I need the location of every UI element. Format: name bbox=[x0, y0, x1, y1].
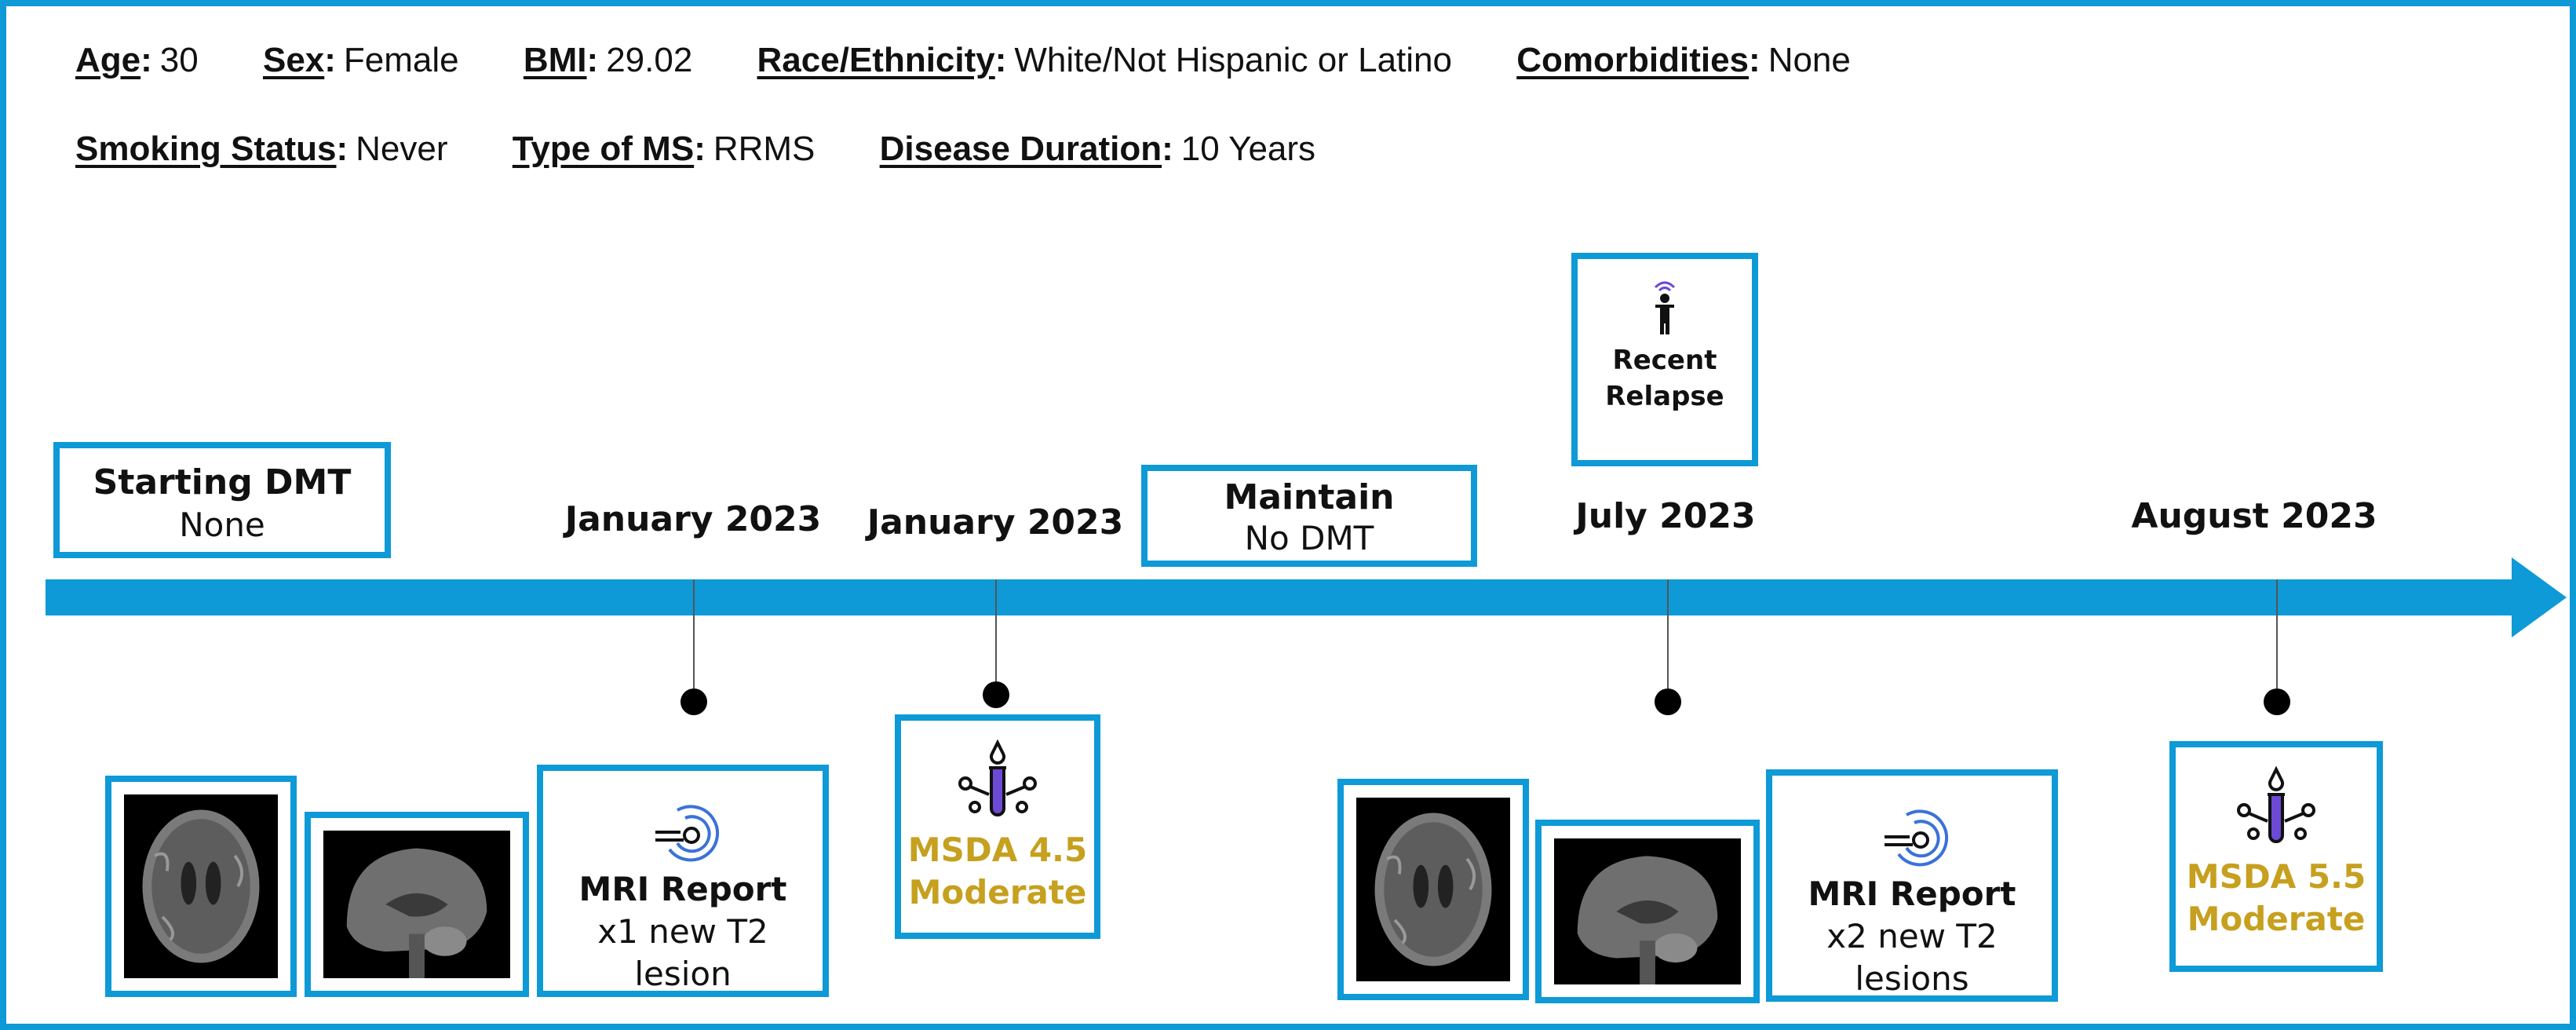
date-label-3: July 2023 bbox=[1575, 496, 1756, 536]
relapse-line-2: Relapse bbox=[1605, 381, 1724, 412]
test-tube-icon bbox=[958, 739, 1037, 816]
mri-axial-scan-1 bbox=[105, 776, 297, 997]
msda-level-2: Moderate bbox=[2187, 900, 2366, 938]
brain-sagittal-image-1 bbox=[346, 848, 487, 978]
starting-dmt-title: Starting DMT bbox=[93, 462, 352, 502]
sex-field: Sex:Female bbox=[262, 41, 459, 79]
date-label-1: January 2023 bbox=[564, 499, 822, 539]
comorbidities-field: Comorbidities:None bbox=[1516, 41, 1851, 79]
starting-dmt-value: None bbox=[179, 506, 265, 544]
mri-report-line-1a: x1 new T2 bbox=[597, 912, 768, 951]
mri-report-line-1b: lesion bbox=[634, 955, 732, 993]
mri-sagittal-scan-2 bbox=[1535, 820, 1760, 1003]
event-stem-1 bbox=[693, 579, 695, 703]
person-signal-icon bbox=[1654, 281, 1676, 334]
age-field: Age:30 bbox=[75, 41, 199, 79]
mri-report-line-2b: lesions bbox=[1855, 959, 1969, 998]
event-marker-3 bbox=[1655, 688, 1681, 715]
date-label-4: August 2023 bbox=[2131, 496, 2377, 536]
maintain-title: Maintain bbox=[1224, 477, 1395, 517]
timeline-axis bbox=[46, 579, 2518, 615]
smoking-field: Smoking Status:Never bbox=[75, 130, 448, 168]
brain-sagittal-image-2 bbox=[1577, 856, 1718, 984]
mri-report-title-2: MRI Report bbox=[1808, 875, 2016, 913]
msda-score-2: MSDA 5.5 bbox=[2186, 857, 2366, 896]
timeline-arrowhead bbox=[2512, 557, 2567, 637]
msda-box-2: MSDA 5.5 Moderate bbox=[2169, 741, 2383, 972]
mri-report-title-1: MRI Report bbox=[578, 870, 787, 908]
mri-report-line-2a: x2 new T2 bbox=[1826, 917, 1998, 955]
event-marker-4 bbox=[2264, 688, 2290, 715]
patient-info-row-1: Age:30 Sex:Female BMI:29.02 Race/Ethnici… bbox=[75, 41, 1906, 80]
date-label-2: January 2023 bbox=[867, 502, 1124, 542]
race-field: Race/Ethnicity:White/Not Hispanic or Lat… bbox=[757, 41, 1452, 79]
mri-report-box-1: MRI Report x1 new T2 lesion bbox=[537, 765, 829, 997]
event-stem-4 bbox=[2276, 579, 2278, 703]
starting-dmt-box: Starting DMT None bbox=[53, 442, 391, 558]
maintain-box: Maintain No DMT bbox=[1141, 465, 1477, 567]
mri-report-box-2: MRI Report x2 new T2 lesions bbox=[1766, 769, 2058, 1002]
recent-relapse-box: Recent Relapse bbox=[1571, 253, 1758, 466]
msda-box-1: MSDA 4.5 Moderate bbox=[895, 714, 1100, 939]
disease-duration-field: Disease Duration:10 Years bbox=[879, 130, 1316, 168]
relapse-line-1: Recent bbox=[1612, 345, 1717, 376]
mri-axial-scan-2 bbox=[1337, 779, 1529, 1000]
brain-axial-image-1 bbox=[142, 809, 260, 963]
mri-sagittal-scan-1 bbox=[305, 812, 529, 997]
event-marker-1 bbox=[680, 688, 707, 715]
maintain-value: No DMT bbox=[1244, 519, 1374, 557]
brain-axial-image-2 bbox=[1374, 813, 1492, 966]
msda-level-1: Moderate bbox=[908, 873, 1087, 911]
msda-score-1: MSDA 4.5 bbox=[907, 831, 1088, 869]
patient-info-row-2: Smoking Status:Never Type of MS:RRMS Dis… bbox=[75, 130, 1370, 169]
event-marker-2 bbox=[983, 681, 1009, 708]
event-stem-3 bbox=[1667, 579, 1669, 703]
bmi-field: BMI:29.02 bbox=[523, 41, 693, 79]
test-tube-icon bbox=[2237, 765, 2315, 843]
mri-scanner-icon bbox=[655, 805, 720, 862]
ms-type-field: Type of MS:RRMS bbox=[512, 130, 815, 168]
event-stem-2 bbox=[995, 579, 997, 697]
mri-scanner-icon bbox=[1885, 809, 1949, 867]
